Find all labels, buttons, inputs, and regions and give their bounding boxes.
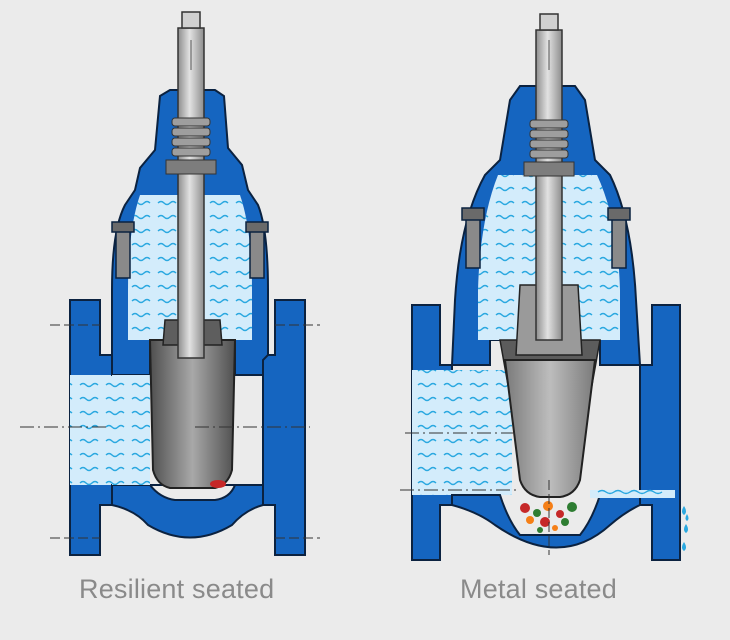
right-packing-rings [523, 119, 575, 177]
right-metal-wedge [503, 359, 597, 498]
caption-metal-seated: Metal seated [460, 574, 617, 604]
left-valve-bottom [111, 484, 264, 539]
resilient-seated-valve [20, 11, 320, 556]
left-bolt-1 [115, 229, 131, 279]
left-bolt-2 [249, 229, 265, 279]
left-packing-rings [165, 117, 217, 175]
seat-debris [520, 501, 577, 533]
right-bolt-1 [465, 217, 481, 269]
right-valve-bottom [451, 494, 641, 549]
right-bolt-2 [611, 217, 627, 269]
metal-seated-valve [400, 13, 689, 561]
right-outlet-flange [639, 304, 681, 561]
left-stem [177, 27, 205, 359]
leak-droplets [682, 506, 689, 551]
left-resilient-gate [148, 339, 237, 489]
caption-resilient-seated: Resilient seated [79, 574, 275, 604]
right-stem [535, 29, 563, 341]
